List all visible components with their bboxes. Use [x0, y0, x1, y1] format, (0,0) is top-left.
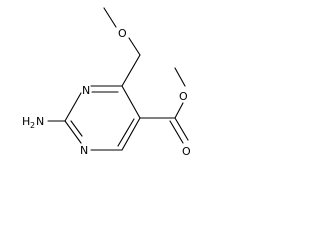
- bond-c5-c4: [121, 117, 141, 151]
- atom-amine-subscript: 2: [30, 121, 35, 130]
- bond-n3-c2-inner: [70, 120, 83, 137]
- atom-amine-h: H: [22, 115, 30, 128]
- bond-ester-o-ch3: [174, 67, 186, 87]
- atom-amine-n: N: [36, 115, 44, 128]
- bond-n3-c2: [64, 120, 82, 144]
- atom-ether-o: O: [118, 27, 127, 40]
- bond-ch2-o: [128, 37, 141, 56]
- structure-diagram: N N O O O H 2 N: [22, 7, 191, 158]
- atom-ring-n3: N: [80, 144, 88, 157]
- bond-c5-c4-inner: [117, 118, 135, 147]
- atom-carbonyl-o: O: [182, 145, 191, 158]
- atom-ring-n1: N: [82, 84, 90, 97]
- bond-c6-c5: [121, 85, 141, 119]
- bond-c6-ch2: [121, 54, 141, 87]
- bond-c2-n1: [64, 92, 82, 122]
- structure-canvas: N N O O O H 2 N: [22, 7, 191, 158]
- bond-carbonyl-o-double-a: [174, 117, 189, 141]
- atom-ester-o: O: [179, 90, 188, 103]
- bond-o-ch3: [103, 7, 117, 28]
- bond-carbonyl-o-double-b: [169, 120, 184, 144]
- bond-carbonyl-ester-o: [174, 102, 184, 119]
